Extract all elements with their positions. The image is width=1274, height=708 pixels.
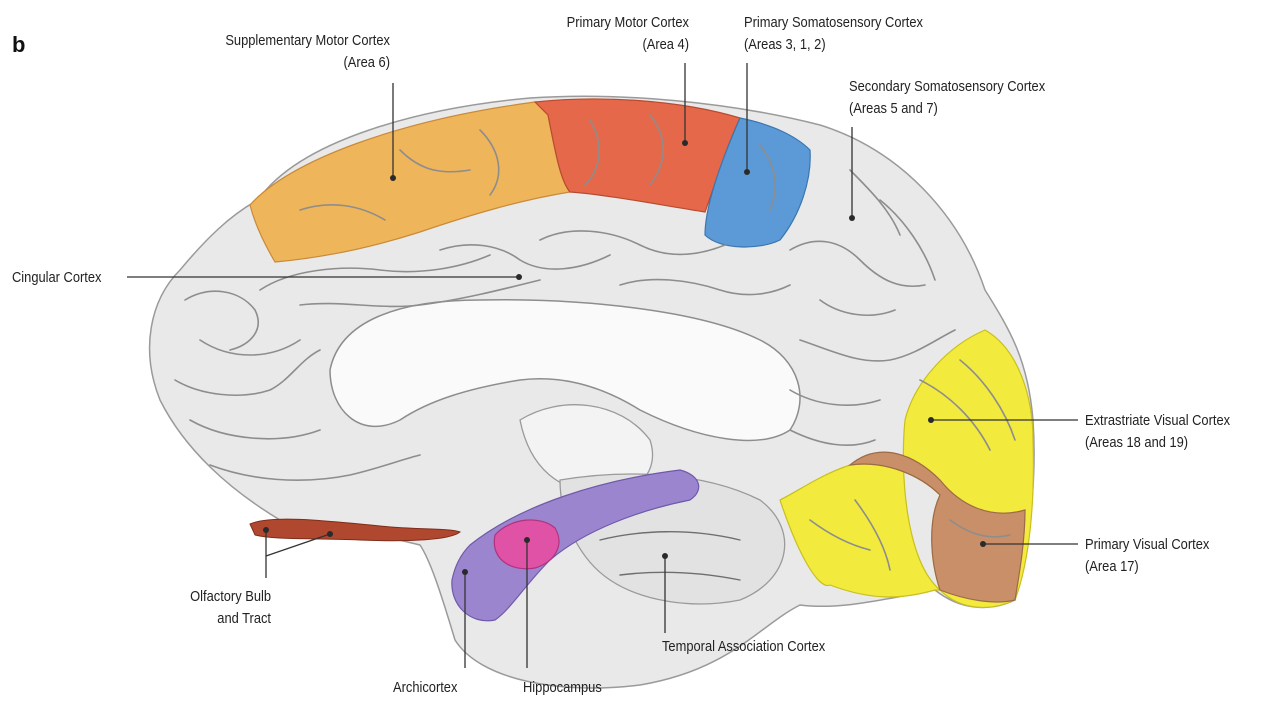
panel-letter: b: [12, 32, 25, 57]
dot-primary-visual: [980, 541, 986, 547]
dot-supplementary-motor: [390, 175, 396, 181]
label-cingular: Cingular Cortex: [12, 268, 102, 285]
label-archicortex: Archicortex: [393, 678, 457, 695]
label-extrastriate-line2: (Areas 18 and 19): [1085, 433, 1188, 450]
label-hippocampus: Hippocampus: [523, 678, 602, 695]
label-extrastriate-line1: Extrastriate Visual Cortex: [1085, 411, 1230, 428]
label-olfactory-line1: Olfactory Bulb: [190, 587, 271, 604]
label-primary-motor-line1: Primary Motor Cortex: [567, 13, 689, 30]
dot-cingular: [516, 274, 522, 280]
label-primary-visual-line2: (Area 17): [1085, 557, 1139, 574]
dot-extrastriate: [928, 417, 934, 423]
label-temporal-association: Temporal Association Cortex: [662, 637, 825, 654]
label-primary-somatosensory-line1: Primary Somatosensory Cortex: [744, 13, 923, 30]
label-secondary-somatosensory-line2: (Areas 5 and 7): [849, 99, 938, 116]
label-supplementary-motor-line2: (Area 6): [343, 53, 390, 70]
label-primary-somatosensory-line2: (Areas 3, 1, 2): [744, 35, 826, 52]
dot-primary-somatosensory: [744, 169, 750, 175]
label-olfactory-line2: and Tract: [217, 609, 271, 626]
dot-secondary-somatosensory: [849, 215, 855, 221]
dot-temporal-association: [662, 553, 668, 559]
label-primary-motor-line2: (Area 4): [642, 35, 689, 52]
label-secondary-somatosensory-line1: Secondary Somatosensory Cortex: [849, 77, 1045, 94]
dot-archicortex: [462, 569, 468, 575]
dot-olfactory-a: [263, 527, 269, 533]
dot-primary-motor: [682, 140, 688, 146]
label-supplementary-motor-line1: Supplementary Motor Cortex: [225, 31, 390, 48]
dot-hippocampus: [524, 537, 530, 543]
dot-olfactory-b: [327, 531, 333, 537]
label-primary-visual-line1: Primary Visual Cortex: [1085, 535, 1209, 552]
